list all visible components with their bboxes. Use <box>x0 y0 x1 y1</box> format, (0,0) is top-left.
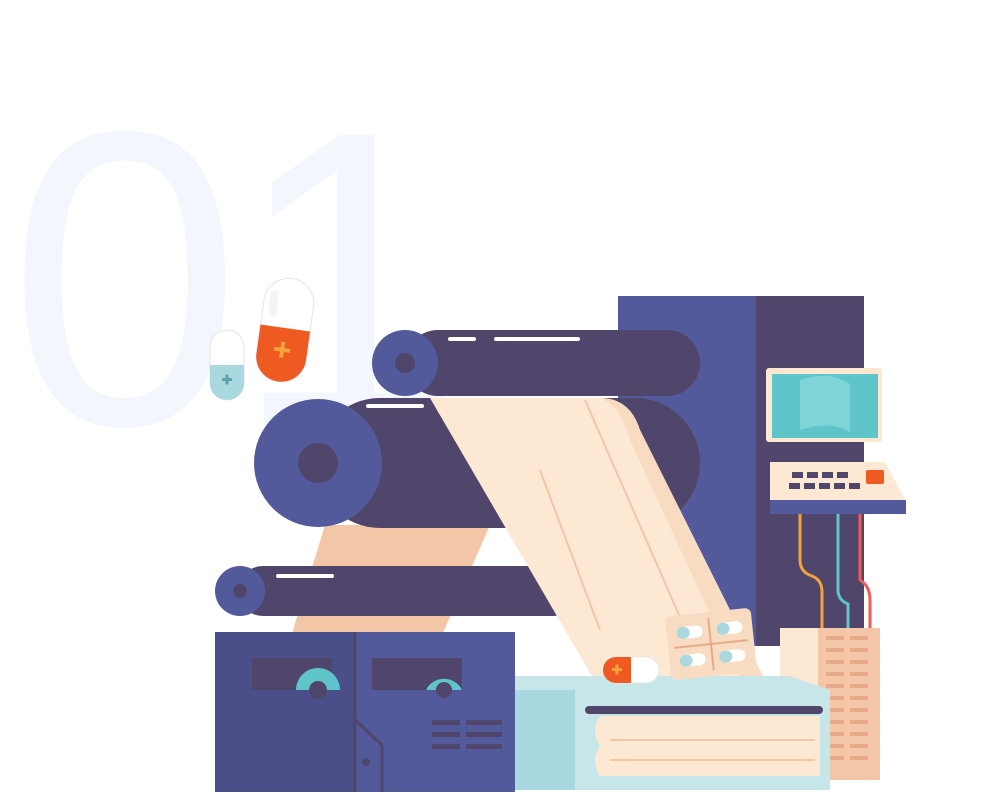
wires <box>798 514 872 640</box>
monitor-icon <box>766 368 882 442</box>
capsule-icon-orange <box>255 277 315 383</box>
lower-roller <box>215 566 578 616</box>
blister-pack-icon <box>665 608 757 680</box>
conveyor-box <box>515 676 830 790</box>
capsule-icon <box>602 656 660 684</box>
keypad-icon <box>770 462 906 514</box>
gear-icon <box>296 668 462 699</box>
capsule-icon-teal <box>209 329 245 401</box>
machine-base <box>215 632 515 792</box>
paper-roll-icon <box>372 330 700 396</box>
